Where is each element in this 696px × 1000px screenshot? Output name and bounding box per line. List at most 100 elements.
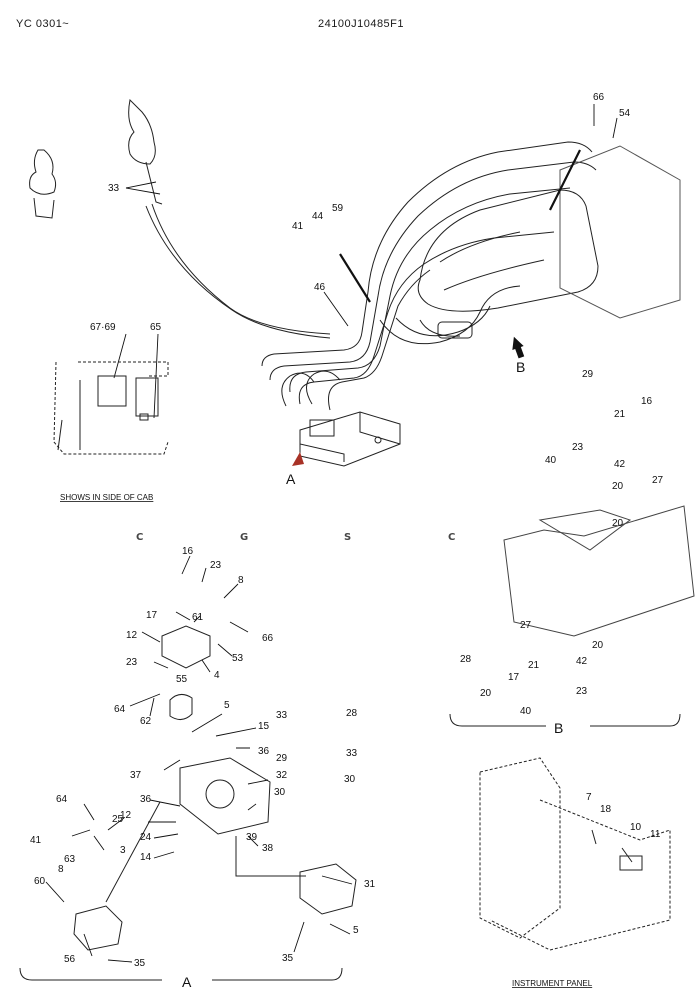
callout-number: 31 (364, 879, 376, 890)
callout-number: 33 (108, 183, 120, 194)
callout-number: 20 (0, 0, 12, 3)
instrument-panel-drawing (479, 757, 671, 951)
watermark-letter: S (344, 532, 351, 543)
callout-number: 55 (176, 674, 188, 685)
callout-number: 64 (114, 704, 126, 715)
callout-number: 12 (126, 630, 138, 641)
callout-number: 16 (641, 396, 653, 407)
callout-number: 16 (182, 546, 194, 557)
callout-number: 35 (134, 958, 146, 969)
callout-number: 20 (612, 518, 624, 529)
cab-inset-caption: SHOWS IN SIDE OF CAB (60, 493, 153, 502)
callout-number: 29 (276, 753, 288, 764)
callout-number: 42 (576, 656, 588, 667)
callout-number: 17 (146, 610, 158, 621)
callout-number: 56 (64, 954, 76, 965)
callout-number: 12 (120, 810, 132, 821)
callout-number: 28 (346, 708, 358, 719)
callout-number: 5 (224, 700, 230, 711)
callout-number: 20 (480, 688, 492, 699)
callout-number: 27 (652, 475, 664, 486)
watermark-logo: C G S C (136, 532, 455, 543)
callout-number: 21 (528, 660, 540, 671)
callout-number: 54 (619, 108, 631, 119)
leader-lines (113, 104, 618, 419)
callout-number: 7 (586, 792, 592, 803)
callout-number: 23 (126, 657, 138, 668)
callout-number: 4 (214, 670, 220, 681)
pilot-valve-block (299, 411, 401, 467)
view-a-frame (19, 625, 357, 981)
callout-number: 23 (210, 560, 222, 571)
callout-number: 66 (262, 633, 274, 644)
callout-number: 36 (258, 746, 270, 757)
callout-number: 8 (58, 864, 64, 875)
callout-number: 41 (30, 835, 42, 846)
callout-number: 61 (192, 612, 204, 623)
hydraulic-hose-routing (261, 141, 597, 411)
callout-number: 30 (344, 774, 356, 785)
callout-number: 15 (258, 721, 270, 732)
callout-number: 33 (346, 748, 358, 759)
instrument-panel-caption: INSTRUMENT PANEL (512, 979, 593, 988)
callout-number: 21 (614, 409, 626, 420)
callout-number: 11 (650, 829, 661, 840)
control-valve-assembly (417, 145, 681, 339)
callout-number: 37 (130, 770, 142, 781)
callout-number: 27 (520, 620, 532, 631)
view-a-section-label: A (182, 974, 192, 990)
callouts-main-view: 33 66 54 44 59 41 46 67·69 65 (90, 92, 631, 333)
callout-number: 33 (276, 710, 288, 721)
cab-inset-panel (53, 361, 169, 455)
callout-number: 66 (593, 92, 605, 103)
callout-number: 38 (262, 843, 274, 854)
callout-number: 10 (630, 822, 642, 833)
callout-number: 67·69 (90, 322, 116, 333)
callout-number: 17 (508, 672, 520, 683)
callout-number: 65 (150, 322, 162, 333)
callout-number: 41 (292, 221, 304, 232)
serial-range-label: YC 0301~ (16, 18, 70, 30)
watermark-letter: C (136, 532, 143, 543)
callout-number: 29 (582, 369, 594, 380)
callout-number: 25 (112, 814, 124, 825)
callout-number: 3 (120, 845, 126, 856)
view-b-arrow-icon (512, 336, 525, 359)
callout-number: 30 (274, 787, 286, 798)
callouts-view-b: 29162123404220272020281721422023402720 (0, 0, 664, 717)
callout-number: 28 (460, 654, 472, 665)
callout-number: 8 (238, 575, 244, 586)
callout-number: 23 (572, 442, 584, 453)
callout-number: 40 (520, 706, 532, 717)
callout-number: 39 (246, 832, 258, 843)
callout-number: 62 (140, 716, 152, 727)
callout-number: 63 (64, 854, 76, 865)
view-a-arrow-icon (292, 452, 304, 466)
joystick-illustration (29, 98, 331, 339)
callout-number: 14 (140, 852, 152, 863)
callout-number: 53 (232, 653, 244, 664)
callout-number: 20 (592, 640, 604, 651)
part-number-label: 24100J10485F1 (318, 18, 405, 30)
callout-number: 64 (56, 794, 68, 805)
watermark-letter: G (240, 532, 248, 543)
callout-number: 44 (312, 211, 324, 222)
callout-number: 24 (140, 832, 152, 843)
view-a-leaders (45, 555, 353, 963)
callout-number: 18 (600, 804, 612, 815)
view-b-frame (449, 505, 695, 727)
callout-number: 35 (282, 953, 294, 964)
view-b-section-label: B (554, 720, 563, 736)
view-a-pointer-label: A (286, 471, 296, 487)
callout-number: 60 (34, 876, 46, 887)
callout-number: 32 (276, 770, 288, 781)
callout-number: 46 (314, 282, 326, 293)
view-b-pointer-label: B (516, 359, 525, 375)
callout-number: 5 (353, 925, 359, 936)
callout-number: 59 (332, 203, 344, 214)
callouts-instrument-panel: 7 18 10 11 (586, 792, 661, 840)
callout-number: 23 (576, 686, 588, 697)
watermark-letter: C (448, 532, 455, 543)
